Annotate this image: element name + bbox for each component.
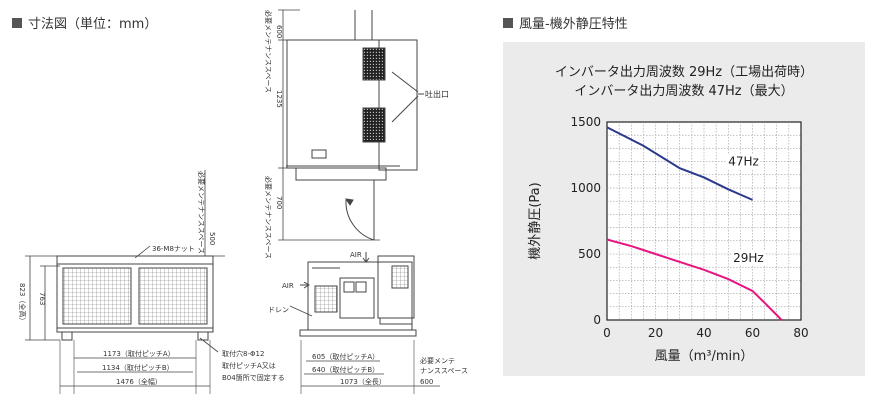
hole-note-1: 取付穴8-Φ12 (222, 349, 264, 358)
outlet-vent-upper (362, 47, 386, 81)
dim-605: 605（取付ピッチA） (312, 352, 379, 361)
chart-heading-text: 風量-機外静圧特性 (519, 17, 628, 32)
maint-600-bottom-2: ナンススペース (420, 367, 468, 375)
y-axis-label: 機外静圧(Pa) (528, 182, 543, 259)
dim-1173: 1173（取付ピッチA） (103, 349, 175, 358)
control-panel-buttons (391, 265, 409, 289)
dimension-drawing: 必要メンテナンススペース 600 1235 必要メンテナンススペース 700 吐… (18, 9, 468, 394)
heading-square-icon (503, 17, 513, 28)
label-plate (311, 149, 327, 159)
series-label-47Hz: 47Hz (728, 155, 759, 169)
dim-640: 640（取付ピッチB） (312, 365, 379, 374)
air-label-side: AIR (282, 282, 294, 290)
grid (607, 122, 801, 320)
y-tick-label: 1500 (570, 115, 601, 129)
series-label-29Hz: 29Hz (733, 251, 764, 265)
side-inner-panel (339, 277, 375, 319)
unit-base-rail (295, 167, 387, 181)
maint-700-label: 必要メンテナンススペース (264, 176, 273, 259)
outlet-label: 吐出口 (425, 89, 449, 99)
pressure-chart: インバータ出力周波数 29Hz（工場出荷時） インバータ出力周波数 47Hz（最… (528, 65, 813, 364)
side-base (299, 329, 417, 337)
maint-500-value: 500 (208, 232, 216, 245)
series-label-bg (731, 250, 766, 265)
front-view-body (56, 255, 214, 333)
outlet-vent-lower (362, 107, 386, 143)
dim-1134: 1134（取付ピッチB） (102, 363, 174, 372)
dimension-heading-text: 寸法図（単位：mm） (28, 17, 158, 32)
chart-heading: 風量-機外静圧特性 (503, 13, 628, 32)
series-line-29Hz (606, 238, 783, 321)
chart-panel: インバータ出力周波数 29Hz（工場出荷時） インバータ出力周波数 47Hz（最… (503, 42, 865, 376)
dim-1476: 1476（全幅） (116, 377, 162, 386)
maint-600-top-label: 必要メンテナンススペース (264, 10, 273, 93)
hole-note-3: B04箇所で固定する (222, 373, 285, 382)
series-label-bg (726, 154, 761, 169)
series-line-47Hz (606, 126, 753, 201)
x-axis-label: 風量（m³/min） (655, 349, 754, 364)
maint-600-top-value: 600 (275, 25, 283, 38)
height-763: 763 (38, 292, 46, 305)
drain-label: ドレン (268, 306, 289, 314)
maint-700-value: 700 (275, 196, 283, 209)
air-label-top: AIR (350, 251, 362, 259)
height-823: 823（全高） (18, 283, 27, 324)
chart-title-line1: インバータ出力周波数 29Hz（工場出荷時） (555, 65, 813, 80)
side-panel-grill (314, 285, 338, 313)
y-tick-label: 1000 (570, 181, 601, 195)
x-tick-label: 80 (793, 326, 808, 340)
nut-label: 36-M8ナット (152, 245, 195, 253)
dimension-heading: 寸法図（単位：mm） (12, 13, 157, 32)
maint-600-bottom-1: 必要メンテ (420, 356, 455, 365)
y-tick-label: 500 (578, 247, 601, 261)
unit-side-panel (378, 39, 418, 171)
maint-600-bottom-value: 600 (420, 378, 433, 386)
dim-1073: 1073（全長） (340, 377, 386, 386)
front-grill-left (62, 267, 132, 325)
series-group: 47Hz 29Hz (606, 126, 783, 321)
y-tick-label: 0 (593, 313, 601, 327)
front-grill-right (138, 267, 208, 325)
x-tick-label: 60 (745, 326, 760, 340)
hole-note-2: 取付ピッチA又は (222, 361, 276, 370)
x-tick-label: 40 (696, 326, 711, 340)
chart-title-line2: インバータ出力周波数 47Hz（最大） (574, 84, 793, 99)
x-tick-label: 20 (648, 326, 663, 340)
x-tick-label: 0 (603, 326, 611, 340)
axis-ticks: 0 20 40 60 80 0 500 1000 1500 (570, 115, 808, 340)
maint-500-label: 必要メンテナンススペース (197, 171, 206, 254)
height-1235: 1235 (275, 90, 283, 108)
heading-square-icon (12, 17, 22, 28)
